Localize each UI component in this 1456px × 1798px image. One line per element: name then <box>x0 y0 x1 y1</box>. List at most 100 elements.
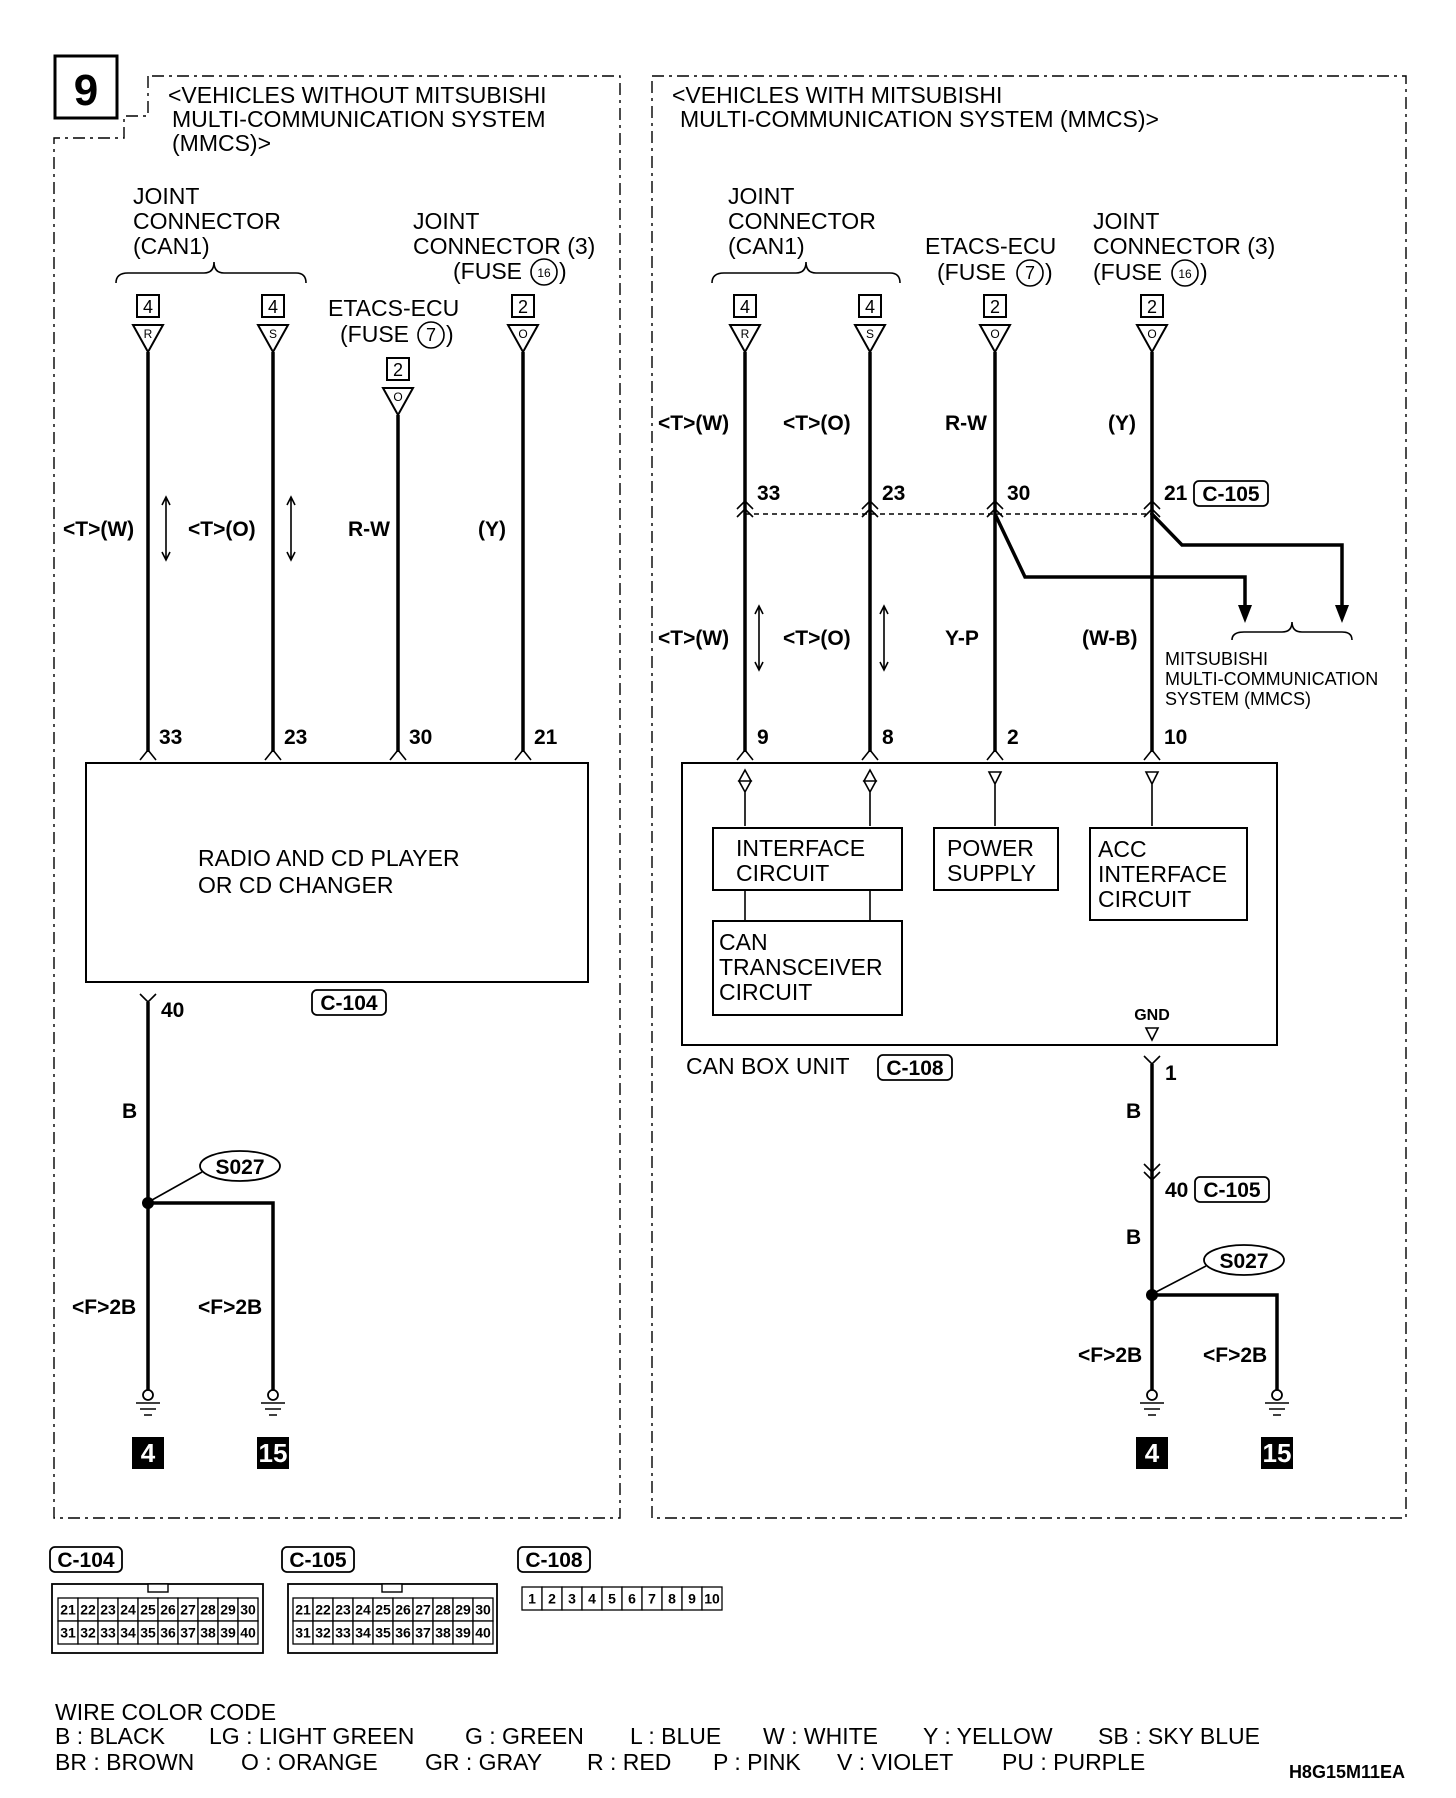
fuse-16-circle <box>530 258 558 286</box>
pin-number: 40 <box>240 1625 256 1641</box>
left-pin-23: 4 S <box>256 294 290 355</box>
c105-lower-tag-text: C-105 <box>1203 1179 1261 1202</box>
fuse-7-circle <box>417 321 445 349</box>
ground-point-15: 15 <box>1261 1437 1293 1469</box>
connector-c108-tag: C-108 <box>877 1054 953 1081</box>
inline-connector-chevrons <box>736 499 1161 518</box>
joint-can1-line2: CONNECTOR <box>133 208 281 234</box>
triangle-letter: S <box>269 327 277 341</box>
right-pin-33: 4 R <box>728 294 762 355</box>
acc-interface-box <box>1089 827 1248 921</box>
pin-number: 37 <box>415 1625 431 1641</box>
left-pin-21: 2 O <box>506 294 540 355</box>
ground-point-15: 15 <box>257 1437 289 1469</box>
color-r: R : RED <box>587 1749 671 1775</box>
connector-triangle <box>381 387 415 418</box>
radio-unit-line2: OR CD CHANGER <box>198 872 394 898</box>
joint3-close: ) <box>559 258 567 284</box>
ground-wire-branch <box>1152 1293 1279 1390</box>
left-heading-line2: MULTI-COMMUNICATION SYSTEM <box>172 106 546 132</box>
color-v: V : VIOLET <box>837 1749 953 1775</box>
right-canbox-terminals: 9 8 2 10 <box>736 726 1187 761</box>
mmcs-line2: MULTI-COMMUNICATION <box>1165 669 1378 689</box>
color-pu: PU : PURPLE <box>1002 1749 1145 1775</box>
can1-brace <box>711 261 901 284</box>
mmcs-label: MITSUBISHI MULTI-COMMUNICATION SYSTEM (M… <box>1165 649 1378 709</box>
fuse-16-circle <box>1171 259 1199 287</box>
can-transceiver-line2: TRANSCEIVER <box>719 954 883 980</box>
lower-wire-wb: (W-B) <box>1082 627 1138 650</box>
c108-view-label: C-108 <box>525 1549 583 1572</box>
pin-number: 22 <box>80 1602 96 1618</box>
interface-circuit-line1: INTERFACE <box>736 835 865 861</box>
pin-number: 32 <box>315 1625 331 1641</box>
pin-number: 31 <box>60 1625 76 1641</box>
wire-label-b2: B <box>1126 1226 1141 1249</box>
etacs-line2: (FUSE <box>937 259 1006 285</box>
c105-view-label: C-105 <box>289 1549 347 1572</box>
color-p: P : PINK <box>713 1749 801 1775</box>
power-supply-line1: POWER <box>947 835 1034 861</box>
pin-number: 4 <box>588 1591 596 1607</box>
pin-box-2 <box>511 294 535 318</box>
wire-color-code-title: WIRE COLOR CODE <box>55 1699 276 1725</box>
pin-number: 33 <box>100 1625 116 1641</box>
terminal-30: 30 <box>409 726 432 749</box>
power-supply-line2: SUPPLY <box>947 860 1036 886</box>
ground-wire-label-1: <F>2B <box>72 1296 136 1319</box>
pin-number: 36 <box>395 1625 411 1641</box>
color-o: O : ORANGE <box>241 1749 378 1775</box>
pin-number: 27 <box>180 1602 196 1618</box>
fuse-16-number: 16 <box>537 266 551 280</box>
c104-view-label: C-104 <box>57 1549 115 1572</box>
triangle-letter: O <box>393 390 402 404</box>
pin-number: 9 <box>688 1591 696 1607</box>
connector-c104-tag: C-104 <box>311 989 387 1016</box>
pin-number: 36 <box>160 1625 176 1641</box>
left-pin-30: 2 O <box>381 357 415 418</box>
inline-terminal-23: 23 <box>882 482 905 505</box>
color-w: W : WHITE <box>763 1723 878 1749</box>
gnd-label: GND <box>1134 1007 1170 1024</box>
ground-wire-label-2: <F>2B <box>198 1296 262 1319</box>
inline-terminal-33: 33 <box>757 482 780 505</box>
pin-number: 34 <box>355 1625 371 1641</box>
pin-number: 23 <box>100 1602 116 1618</box>
right-joint3-label: JOINT CONNECTOR (3) (FUSE 16 ) <box>1093 208 1275 287</box>
unit-terminal-10: 10 <box>1164 726 1187 749</box>
page-number: 9 <box>53 54 119 120</box>
interface-circuit-line2: CIRCUIT <box>736 860 829 886</box>
pin-box-label: 2 <box>990 297 1000 317</box>
joint3-line1: JOINT <box>1093 208 1159 234</box>
splice-label: S027 <box>1219 1250 1268 1273</box>
color-br: BR : BROWN <box>55 1749 194 1775</box>
pin-number: 28 <box>435 1602 451 1618</box>
lower-wire-tw: <T>(W) <box>658 627 729 650</box>
ground-symbol <box>136 1389 160 1416</box>
fuse-7-number: 7 <box>1025 263 1035 283</box>
right-pin-21: 2 O <box>1135 294 1169 355</box>
color-y: Y : YELLOW <box>923 1723 1053 1749</box>
terminal-40: 40 <box>161 999 184 1022</box>
ground-wire-label-2: <F>2B <box>1203 1344 1267 1367</box>
pin-box-4 <box>261 294 285 318</box>
etacs-close: ) <box>1045 259 1053 285</box>
etacs-line1: ETACS-ECU <box>925 233 1056 259</box>
figure-code: H8G15M11EA <box>1289 1762 1405 1782</box>
unit-terminal-2: 2 <box>1007 726 1019 749</box>
power-supply-box <box>933 827 1059 891</box>
mmcs-brace <box>1231 621 1353 641</box>
pin-number: 38 <box>200 1625 216 1641</box>
unit-terminal-9: 9 <box>757 726 769 749</box>
pin-box-label: 4 <box>740 297 750 317</box>
pin-number: 8 <box>668 1591 676 1607</box>
pin-number: 25 <box>375 1602 391 1618</box>
pin-number: 35 <box>140 1625 156 1641</box>
pin-number: 5 <box>608 1591 616 1607</box>
pin-number: 39 <box>220 1625 236 1641</box>
fuse-7-circle <box>1016 259 1044 287</box>
inline-40-chevrons <box>1143 1163 1161 1182</box>
